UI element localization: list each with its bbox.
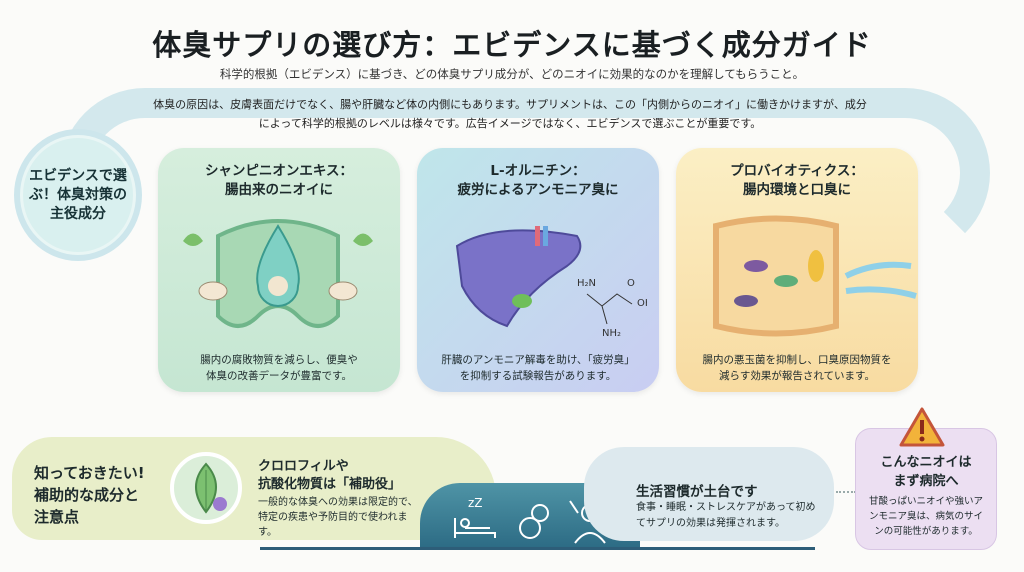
svg-text:zZ: zZ (468, 496, 483, 510)
intestine-mushroom-icon (183, 219, 373, 328)
page-subtitle: 科学的根拠（エビデンス）に基づき、どの体臭サプリ成分が、どのニオイに効果的なのか… (219, 67, 805, 81)
supplementary-title: 知っておきたい! 補助的な成分と注意点 (34, 462, 145, 528)
card-title-line: シャンピニオンエキス： (204, 163, 354, 179)
gut-bacteria-icon (713, 215, 917, 337)
page-title: 体臭サプリの選び方：エビデンスに基づく成分ガイド (152, 28, 872, 62)
chem-label: NH₂ (602, 328, 621, 339)
supplementary-panel (12, 437, 496, 540)
chem-label: H₂N (577, 278, 596, 289)
card-title-line: プロバイオティクス： (730, 163, 864, 179)
card-desc-line: 体臭の改善データが豊富です。 (206, 370, 352, 382)
card-desc: 腸内の腐敗物質を減らし、便臭や体臭の改善データが豊富です。 (158, 352, 400, 384)
warning-heading: こんなニオイはまず病院へ (855, 453, 997, 491)
lifestyle-heading: 生活習慣が土台です (636, 484, 758, 500)
card-desc-line: 腸内の悪玉菌を抑制し、口臭原因物質を (702, 354, 892, 366)
heading-line: こんなニオイは (880, 455, 972, 470)
card-desc: 肝臓のアンモニア解毒を助け、「疲労臭」を抑制する試験報告があります。 (417, 352, 659, 384)
card-title-line: L-オルニチン： (490, 163, 586, 179)
lifestyle-desc: 食事・睡眠・ストレスケアがあって初めてサプリの効果は発揮されます。 (636, 502, 816, 529)
card-title: L-オルニチン： 疲労によるアンモニア臭に (417, 162, 659, 200)
card-title-line: 腸内環境と口臭に (743, 182, 851, 198)
intro-text: 体臭の原因は、皮膚表面だけでなく、腸や肝臓など体の内側にもあります。サプリメント… (153, 98, 867, 130)
heading-line: クロロフィルや (258, 459, 349, 474)
heading-line: 抗酸化物質は「補助役」 (258, 477, 402, 492)
card-ornithine: L-オルニチン： 疲労によるアンモニア臭に H₂N OH O NH₂ 肝臓のアンモ… (417, 148, 659, 392)
liver-icon: H₂N OH O NH₂ (455, 226, 647, 339)
card-desc-line: 肝臓のアンモニア解毒を助け、「疲労臭」 (441, 354, 635, 366)
card-title-line: 腸由来のニオイに (225, 182, 333, 198)
warning-panel (855, 428, 997, 550)
chem-label: O (627, 278, 635, 289)
supplementary-heading: クロロフィルや抗酸化物質は「補助役」 (258, 458, 401, 494)
lifestyle-panel (584, 447, 834, 541)
heading-line: まず病院へ (893, 474, 959, 489)
card-title: シャンピニオンエキス： 腸由来のニオイに (158, 162, 400, 200)
title-line: 補助的な成分と (34, 486, 140, 504)
warning-desc: 甘酸っぱいニオイや強いアンモニア臭は、病気のサインの可能性があります。 (868, 496, 983, 537)
title-line: 注意点 (34, 508, 80, 526)
divider (260, 547, 815, 550)
card-desc-line: を抑制する試験報告があります。 (459, 370, 617, 382)
card-title-line: 疲労によるアンモニア臭に (457, 182, 619, 198)
card-desc-line: 腸内の腐敗物質を減らし、便臭や (200, 354, 358, 366)
card-champignon: シャンピニオンエキス： 腸由来のニオイに 腸内の腐敗物質を減らし、便臭や体臭の改善… (158, 148, 400, 392)
chem-label: OH (637, 298, 647, 309)
warning-icon (899, 407, 945, 447)
title-line: 知っておきたい! (34, 464, 145, 482)
card-probiotics: プロバイオティクス： 腸内環境と口臭に 腸内の悪玉菌を抑制し、口臭原因物質を減らす… (676, 148, 918, 392)
dotted-connector (836, 491, 856, 493)
card-desc: 腸内の悪玉菌を抑制し、口臭原因物質を減らす効果が報告されています。 (676, 352, 918, 384)
card-title: プロバイオティクス： 腸内環境と口臭に (676, 162, 918, 200)
leaf-icon (170, 452, 242, 524)
card-desc-line: 減らす効果が報告されています。 (719, 370, 875, 382)
evidence-badge: エビデンスで選ぶ！体臭対策の主役成分 (20, 135, 136, 255)
supplementary-desc: 一般的な体臭への効果は限定的で、特定の疾患や予防目的で使われます。 (258, 497, 418, 538)
